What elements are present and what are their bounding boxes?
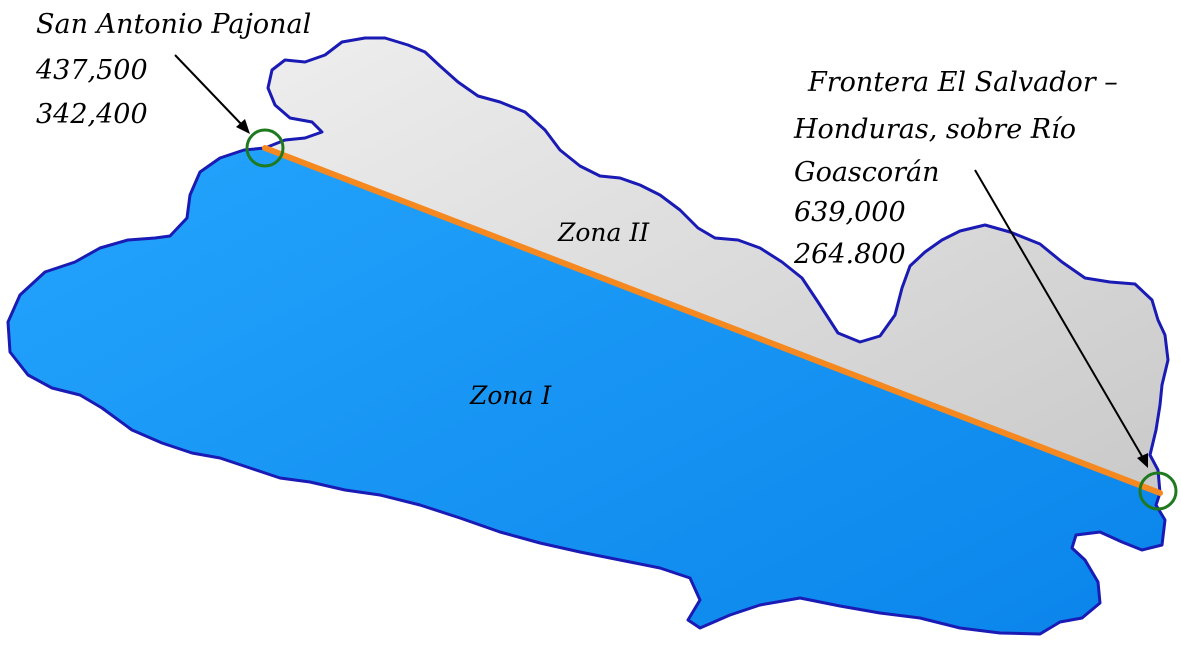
dividing-line: [262, 145, 1163, 496]
east-point-name-line1: Frontera El Salvador –: [807, 67, 1118, 98]
east-point-name-line3: Goascorán: [794, 157, 940, 188]
west-point-name: San Antonio Pajonal: [36, 9, 311, 40]
east-point-marker: [1138, 471, 1178, 511]
east-point-name-line2: Honduras, sobre Río: [793, 114, 1076, 145]
west-point-x: 437,500: [35, 55, 148, 86]
east-point-x: 639,000: [794, 197, 906, 228]
zone-one-label: Zona I: [469, 381, 552, 410]
west-point-marker: [245, 128, 285, 168]
east-point-y: 264.800: [793, 239, 906, 270]
west-point-y: 342,400: [36, 99, 148, 130]
west-arrow: [174, 54, 250, 134]
zone-two-label: Zona II: [557, 218, 650, 247]
east-arrow: [974, 169, 1148, 468]
